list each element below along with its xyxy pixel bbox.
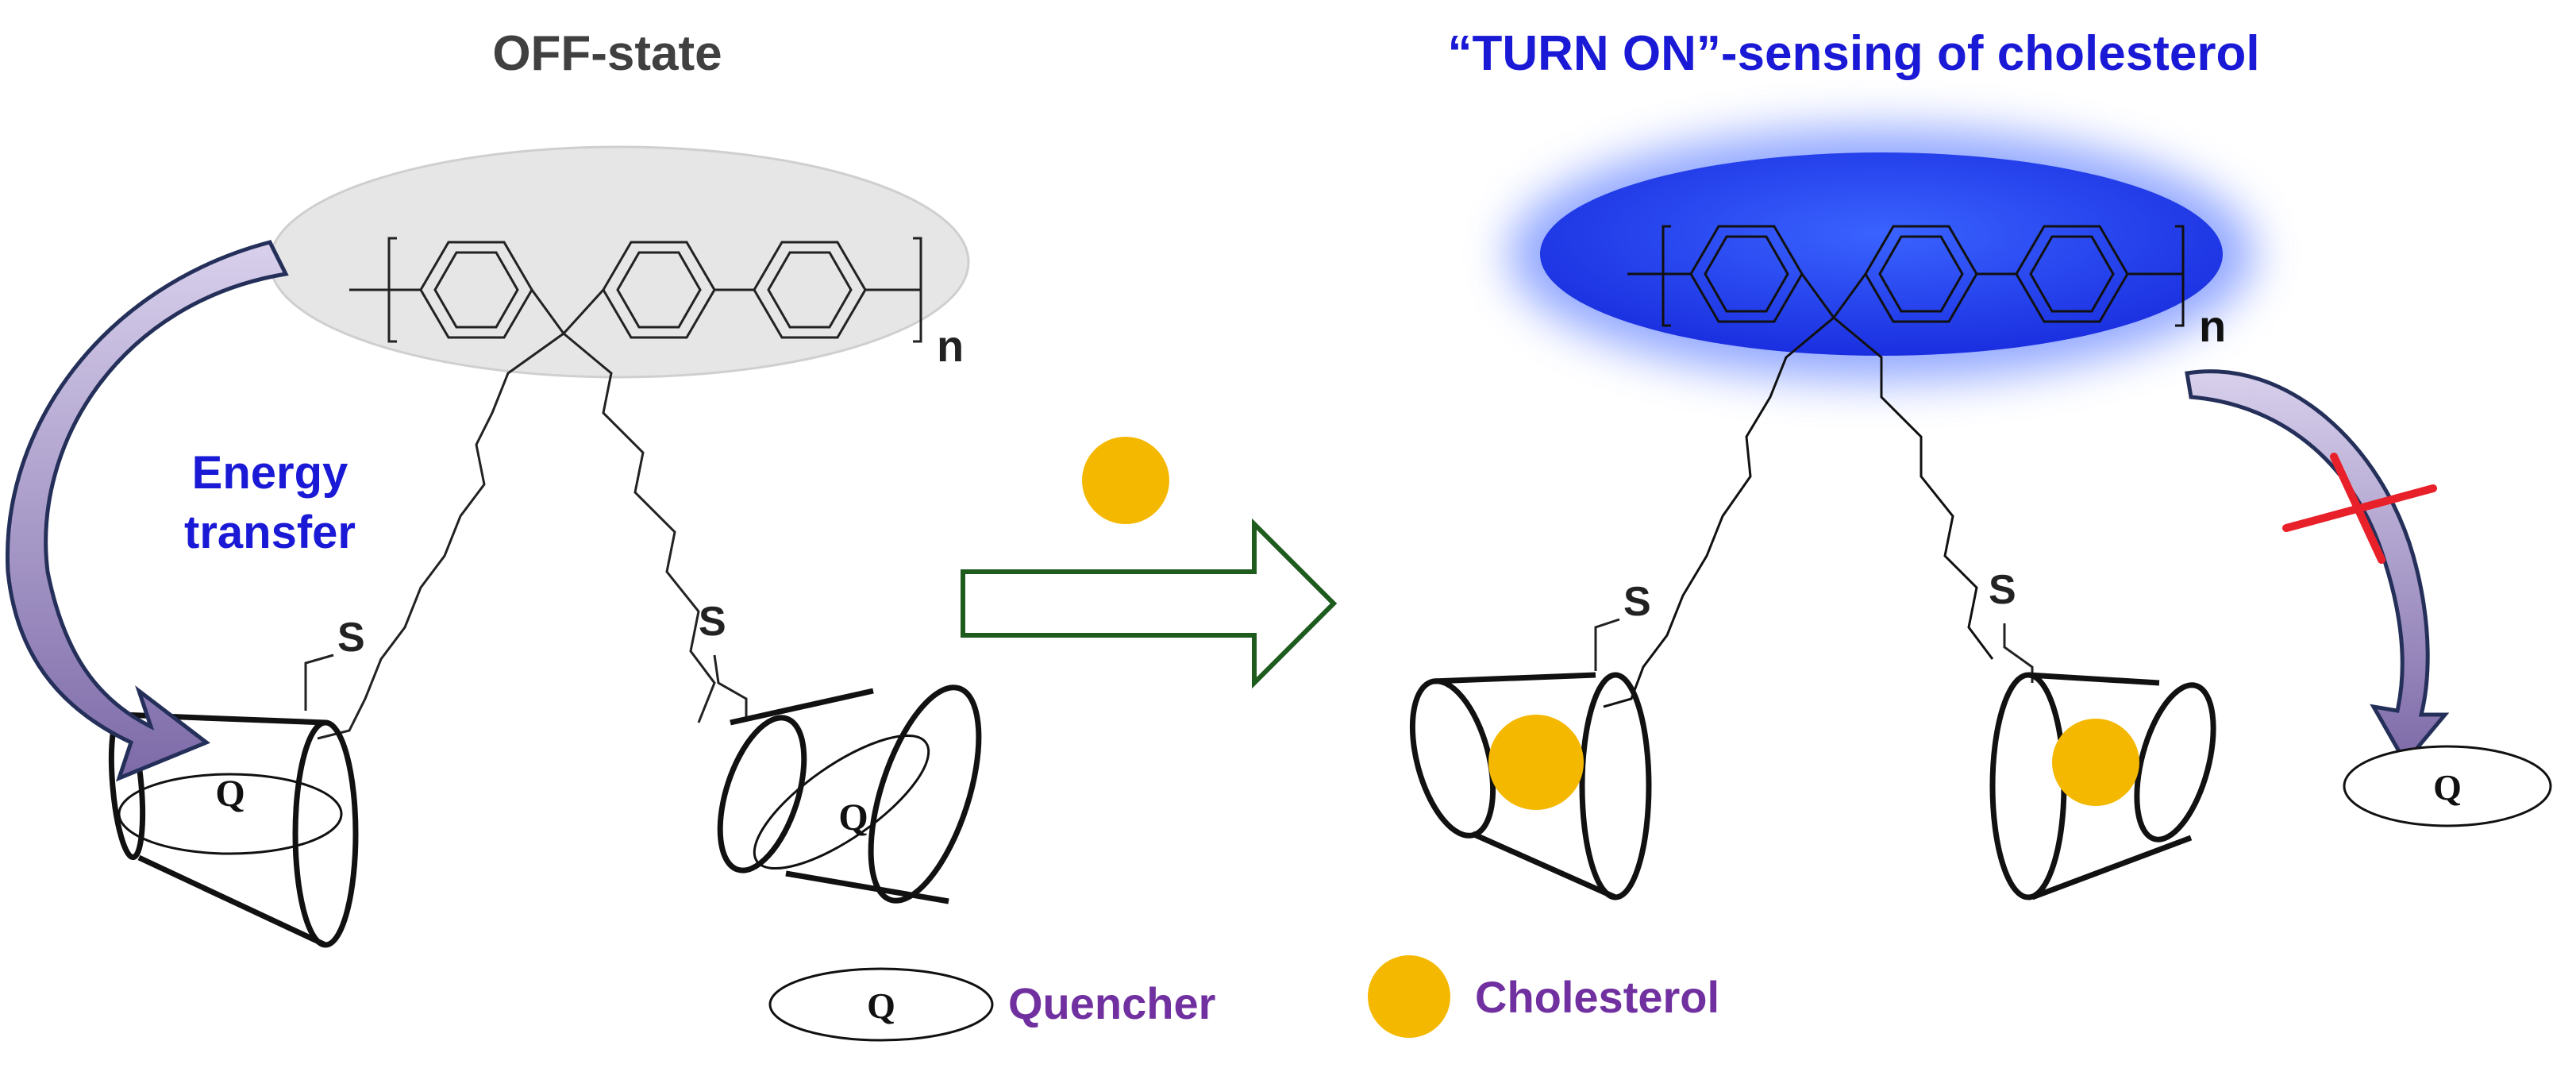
off-cyclodextrin-right xyxy=(717,684,982,904)
off-state-title: OFF-state xyxy=(492,26,722,81)
on-polymer-ellipse xyxy=(1540,152,2223,356)
off-polymer-subscript: n xyxy=(937,321,964,371)
on-cholesterol-right xyxy=(2052,719,2139,806)
on-sulfur-linkers xyxy=(1594,618,2034,683)
legend-quencher-label: Quencher xyxy=(1008,978,1215,1028)
legend-cholesterol-symbol xyxy=(1368,955,1450,1038)
legend-quencher-letter: Q xyxy=(867,985,895,1026)
off-sulfur-left: S xyxy=(337,615,365,661)
off-sulfur-linkers xyxy=(304,654,748,719)
on-cholesterol-left xyxy=(1488,715,1584,810)
off-polymer-structure xyxy=(317,237,922,740)
off-sulfur-right: S xyxy=(699,599,726,645)
on-cyclodextrin-left xyxy=(1409,672,1652,900)
on-sulfur-right: S xyxy=(1989,567,2016,613)
off-quencher-left-symbol: Q xyxy=(215,773,245,815)
off-quencher-left-ring xyxy=(117,773,343,855)
released-quencher-symbol: Q xyxy=(2433,767,2462,808)
off-cyclodextrin-left xyxy=(108,711,359,948)
blocked-energy-transfer-arrow xyxy=(2185,369,2450,766)
on-polymer-structure xyxy=(1603,225,2185,708)
process-arrow xyxy=(961,518,1338,689)
on-sulfur-left: S xyxy=(1623,579,1651,625)
legend-quencher-symbol xyxy=(768,967,994,1042)
blocked-cross-icon xyxy=(2282,453,2437,564)
released-quencher xyxy=(2343,745,2552,827)
turn-on-title: “TURN ON”-sensing of cholesterol xyxy=(1447,26,2259,81)
off-quencher-right-symbol: Q xyxy=(838,796,868,839)
energy-transfer-arrow xyxy=(5,240,289,782)
on-polymer-subscript: n xyxy=(2199,301,2226,351)
cholesterol-added xyxy=(1082,437,1169,524)
energy-transfer-label-line1: Energy xyxy=(192,447,348,499)
energy-transfer-label-line2: transfer xyxy=(184,507,356,558)
off-quencher-right-ring xyxy=(753,734,930,870)
legend-cholesterol-label: Cholesterol xyxy=(1475,972,1719,1022)
